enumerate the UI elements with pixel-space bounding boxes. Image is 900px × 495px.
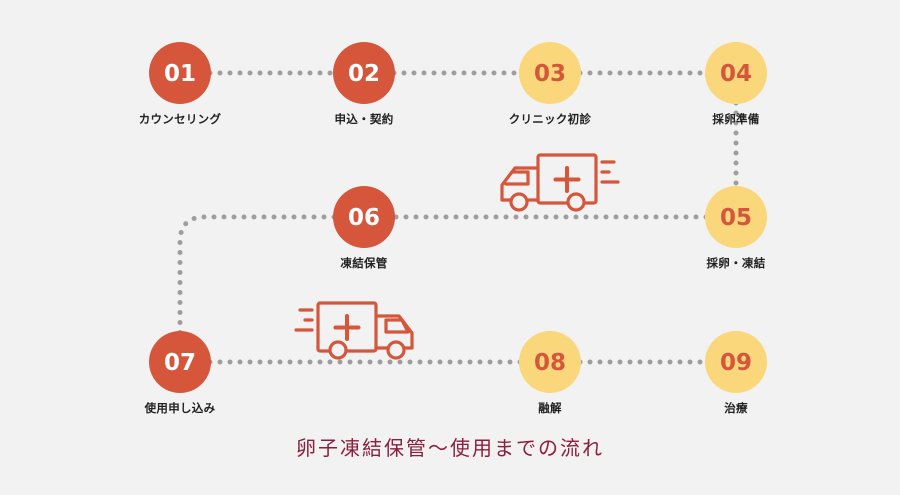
truck-speed-lines <box>600 160 620 184</box>
step-circle <box>149 331 211 393</box>
truck-window <box>384 318 410 334</box>
step-number: 06 <box>348 205 380 231</box>
step-label: 融解 <box>538 401 562 415</box>
step-label: 採卵準備 <box>712 112 760 126</box>
truck-cross <box>553 166 581 193</box>
step-node-07: 07 <box>149 331 211 393</box>
step-label: カウンセリング <box>138 112 222 126</box>
step-circle <box>519 331 581 393</box>
step-number: 05 <box>720 205 752 231</box>
truck-wheel-front <box>386 340 406 360</box>
step-circle <box>705 331 767 393</box>
step-node-03: 03 <box>519 42 581 104</box>
step-node-08: 08 <box>519 331 581 393</box>
step-number: 08 <box>534 350 566 376</box>
step-circle <box>333 42 395 104</box>
step-node-05: 05 <box>705 186 767 248</box>
step-circle <box>333 186 395 248</box>
step-circle <box>705 42 767 104</box>
step-node-02: 02 <box>333 42 395 104</box>
step-number: 09 <box>720 350 752 376</box>
step-circle <box>149 42 211 104</box>
step-node-06: 06 <box>333 186 395 248</box>
step-number: 03 <box>534 61 566 87</box>
step-number: 04 <box>720 61 752 87</box>
step-label: 使用申し込み <box>144 401 216 415</box>
step-label: クリニック初診 <box>508 112 592 126</box>
truck-wheel-back <box>566 192 586 212</box>
truck-wheel-front <box>509 192 529 212</box>
step-label: 治療 <box>724 401 748 415</box>
step-number: 07 <box>164 350 196 376</box>
truck-wheel-back <box>328 340 348 360</box>
step-node-04: 04 <box>705 42 767 104</box>
step-node-09: 09 <box>705 331 767 393</box>
connector-06-07 <box>177 214 367 365</box>
step-number: 01 <box>164 61 196 87</box>
step-label: 凍結保管 <box>340 256 388 270</box>
truck-cross <box>333 314 361 341</box>
step-label: 採卵・凍結 <box>706 256 766 270</box>
truck-speed-lines <box>294 308 314 332</box>
step-label: 申込・契約 <box>334 112 394 126</box>
page-title: 卵子凍結保管〜使用までの流れ <box>296 436 604 460</box>
step-circle <box>705 186 767 248</box>
step-node-01: 01 <box>149 42 211 104</box>
truck-window <box>504 170 530 186</box>
step-circle <box>519 42 581 104</box>
step-number: 02 <box>348 61 380 87</box>
